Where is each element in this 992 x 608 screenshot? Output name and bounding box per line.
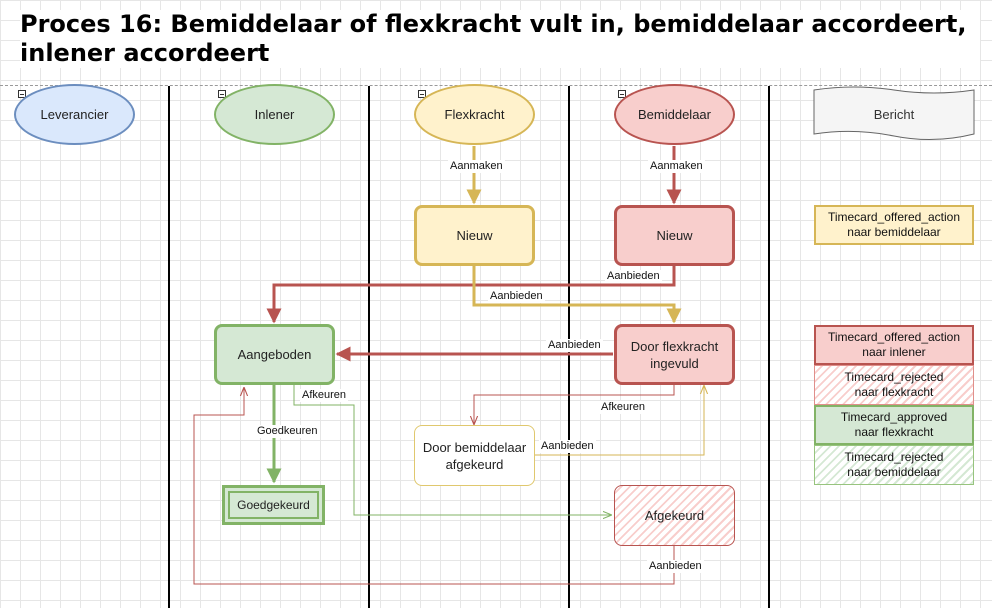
edge-label-aanbieden-afgekeurd-bem: Aanbieden [539, 440, 596, 453]
edge-label-aanbieden-flex: Aanbieden [488, 290, 545, 303]
lane-bericht: Bericht [873, 106, 915, 122]
message-line1: Timecard_offered_action [827, 210, 961, 224]
edge-afkeuren-ingevuld [474, 385, 675, 424]
message-line1: Timecard_rejected [844, 450, 944, 464]
page-title: Proces 16: Bemiddelaar of flexkracht vul… [20, 10, 980, 68]
message-offered-inlener: Timecard_offered_action naar inlener [814, 325, 974, 365]
message-line1: Timecard_approved [840, 410, 948, 424]
state-aangeboden: Aangeboden [214, 324, 335, 385]
state-goedgekeurd-inner: Goedgekeurd [228, 491, 319, 519]
message-line2: naar inlener [862, 345, 926, 359]
message-rejected-bemiddelaar: Timecard_rejected naar bemiddelaar [814, 445, 974, 485]
message-line2: naar flexkracht [854, 425, 934, 439]
lane-bemiddelaar: Bemiddelaar [614, 84, 735, 145]
lane-flexkracht: Flexkracht [414, 84, 535, 145]
state-door-bemiddelaar-afgekeurd: Door bemiddelaar afgekeurd [414, 425, 535, 486]
edge-label-aanbieden-ingevuld: Aanbieden [546, 339, 603, 352]
lane-inlener: Inlener [214, 84, 335, 145]
edge-label-aanbieden-afgekeurd: Aanbieden [647, 560, 704, 573]
edge-label-aanmaken-flex: Aanmaken [448, 160, 505, 173]
state-nieuw-bemiddelaar: Nieuw [614, 205, 735, 266]
message-rejected-flexkracht: Timecard_rejected naar flexkracht [814, 365, 974, 405]
edge-label-afkeuren-ingevuld: Afkeuren [599, 401, 648, 414]
edge-aanbieden-afgekeurd-bem [535, 386, 704, 456]
message-line2: naar bemiddelaar [847, 465, 941, 479]
message-offered-bemiddelaar: Timecard_offered_action naar bemiddelaar [814, 205, 974, 245]
edge-afkeuren-aangeboden [293, 385, 611, 515]
state-afgekeurd: Afgekeurd [614, 485, 735, 546]
edge-aanbieden-afgekeurd [193, 388, 675, 585]
bericht-header-shape [813, 86, 975, 141]
edge-label-aanmaken-bem: Aanmaken [648, 160, 705, 173]
lane-leverancier: Leverancier [14, 84, 135, 145]
state-goedgekeurd: Goedgekeurd [222, 485, 325, 525]
edge-aanbieden-flex [472, 265, 682, 324]
edge-label-goedkeuren: Goedkeuren [255, 425, 320, 438]
message-line1: Timecard_rejected [844, 370, 944, 384]
message-line2: naar bemiddelaar [847, 225, 941, 239]
state-nieuw-flexkracht: Nieuw [414, 205, 535, 266]
edge-label-aanbieden-bem: Aanbieden [605, 270, 662, 283]
message-line1: Timecard_offered_action [827, 330, 961, 344]
edge-label-afkeuren-aangeboden: Afkeuren [300, 389, 349, 402]
state-door-flexkracht-ingevuld: Door flexkracht ingevuld [614, 324, 735, 385]
message-line2: naar flexkracht [854, 385, 934, 399]
message-approved-flexkracht: Timecard_approved naar flexkracht [814, 405, 974, 445]
